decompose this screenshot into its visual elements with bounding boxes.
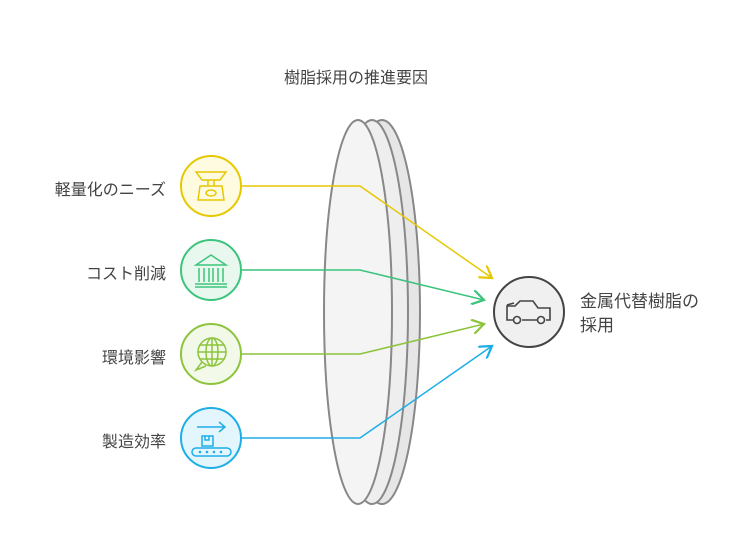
scale-icon xyxy=(180,155,242,217)
car-icon xyxy=(493,276,565,348)
driver-label: コスト削減 xyxy=(85,264,166,283)
connector-1 xyxy=(242,269,484,300)
driver-label: 製造効率 xyxy=(101,432,166,451)
connector-3 xyxy=(242,346,492,439)
lens xyxy=(323,119,421,505)
diagram-title: 樹脂採用の推進要因 xyxy=(284,68,429,87)
target-line2: 採用 xyxy=(580,316,614,336)
connector-0 xyxy=(242,185,492,278)
conveyor-icon xyxy=(180,407,242,469)
globe-chat-icon xyxy=(180,323,242,385)
bank-icon xyxy=(180,239,242,301)
target-line1: 金属代替樹脂の xyxy=(580,292,699,312)
connector-2 xyxy=(242,324,484,355)
driver-label: 環境影響 xyxy=(101,348,166,367)
driver-label: 軽量化のニーズ xyxy=(54,180,166,199)
target-label: 金属代替樹脂の 採用 xyxy=(580,290,699,338)
